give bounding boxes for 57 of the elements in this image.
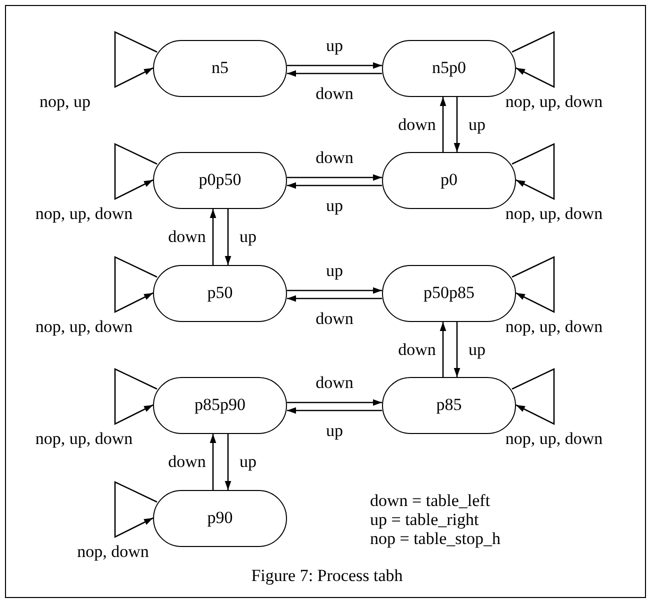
transition-arrow <box>224 434 232 490</box>
self-loop-arrow <box>512 256 555 314</box>
transition-arrow <box>287 399 382 406</box>
legend-note: up = table_right <box>370 510 479 530</box>
transition-arrow <box>287 174 382 181</box>
edge-label: down <box>314 148 354 166</box>
legend-note: down = table_left <box>370 491 490 511</box>
transition-arrow <box>287 407 382 414</box>
edge-label: down <box>314 84 354 102</box>
self-loop-arrow <box>114 142 158 200</box>
edge-label: nop, up, down <box>504 430 604 448</box>
legend-note: nop = table_stop_h <box>370 529 500 549</box>
self-loop-arrow <box>512 142 555 200</box>
transition-arrow <box>287 62 382 69</box>
self-loop-arrow <box>114 480 158 538</box>
transition-arrow <box>454 97 460 152</box>
edge-label: down <box>314 374 354 392</box>
transition-arrow <box>454 322 460 377</box>
state-name: p50p85 <box>424 284 474 303</box>
state-node <box>153 265 287 322</box>
edge-label: nop, up, down <box>34 205 134 223</box>
edge-label: nop, up, down <box>504 205 604 223</box>
state-name: p85 <box>436 396 462 415</box>
state-name: p0p50 <box>198 171 242 190</box>
transition-arrow <box>287 70 382 77</box>
edge-label: down <box>314 310 354 328</box>
state-name: n5p0 <box>432 59 466 78</box>
state-node <box>153 490 287 547</box>
figure-caption: Figure 7: Process tabh <box>251 566 403 585</box>
self-loop-arrow <box>114 368 158 426</box>
transition-arrow <box>287 182 382 189</box>
transition-arrow <box>287 287 382 294</box>
transition-arrow <box>210 209 216 265</box>
transition-arrow <box>440 97 446 152</box>
edge-label: nop, up, down <box>504 318 604 336</box>
state-node <box>153 40 287 97</box>
state-node <box>153 377 287 434</box>
edge-label: down <box>397 340 437 358</box>
edge-label: nop, down <box>76 543 150 561</box>
self-loop-arrow <box>114 256 158 314</box>
edge-label: nop, up, down <box>34 318 134 336</box>
edge-label: nop, up, down <box>34 430 134 448</box>
transition-arrow <box>224 209 232 265</box>
transition-arrow <box>440 322 446 377</box>
state-name: p50 <box>207 284 233 303</box>
edge-label: nop, up, down <box>504 93 604 111</box>
state-name: p90 <box>207 509 233 528</box>
state-name: p0 <box>440 171 458 190</box>
edge-label: down <box>397 116 437 134</box>
self-loop-arrow <box>512 368 555 426</box>
state-name: p85p90 <box>194 396 246 415</box>
transition-arrow <box>287 295 382 302</box>
state-name: n5 <box>212 59 228 78</box>
state-node <box>153 152 287 209</box>
self-loop-arrow <box>114 30 158 88</box>
self-loop-arrow <box>512 30 555 88</box>
transition-arrow <box>210 434 216 490</box>
